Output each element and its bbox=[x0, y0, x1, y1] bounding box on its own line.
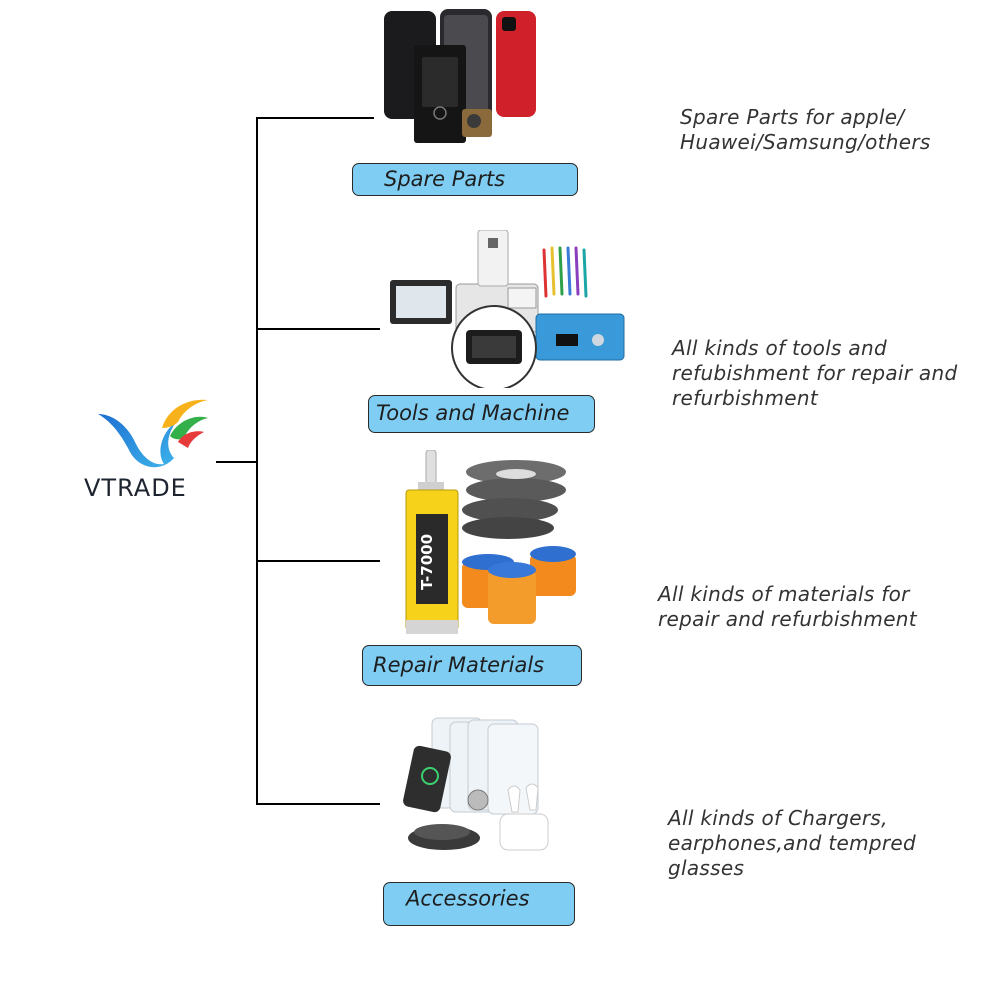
category-description-accessories: All kinds of Chargers, earphones,and tem… bbox=[668, 806, 916, 880]
glue-tape-image: T-7000 bbox=[405, 450, 576, 634]
branch-line-accessories bbox=[256, 803, 380, 805]
category-pill-repair-materials: Repair Materials bbox=[362, 645, 582, 686]
category-label-repair-materials: Repair Materials bbox=[373, 652, 545, 677]
trunk-line bbox=[256, 117, 258, 805]
category-label-spare-parts: Spare Parts bbox=[384, 166, 506, 191]
category-description-tools-and-machine: All kinds of tools and refubishment for … bbox=[672, 336, 958, 410]
category-label-accessories: Accessories bbox=[406, 886, 530, 911]
branch-line-spare-parts bbox=[256, 117, 374, 119]
category-description-repair-materials: All kinds of materials for repair and re… bbox=[658, 582, 917, 631]
category-pill-spare-parts: Spare Parts bbox=[352, 163, 578, 196]
charger-earbuds-image bbox=[403, 717, 549, 851]
branch-line-tools bbox=[256, 328, 380, 330]
branch-line-materials bbox=[256, 560, 380, 562]
logo-connector bbox=[216, 461, 257, 463]
logo-mark-icon bbox=[98, 399, 208, 468]
category-description-spare-parts: Spare Parts for apple/ Huawei/Samsung/ot… bbox=[680, 105, 931, 154]
phone-parts-image bbox=[384, 9, 536, 143]
category-pill-tools-and-machine: Tools and Machine bbox=[368, 395, 595, 433]
svg-text:T-7000: T-7000 bbox=[418, 534, 436, 590]
category-label-tools-and-machine: Tools and Machine bbox=[376, 401, 570, 426]
category-pill-accessories: Accessories bbox=[383, 882, 575, 926]
repair-machine-image bbox=[390, 230, 625, 388]
brand-name: VTRADE bbox=[84, 474, 187, 502]
